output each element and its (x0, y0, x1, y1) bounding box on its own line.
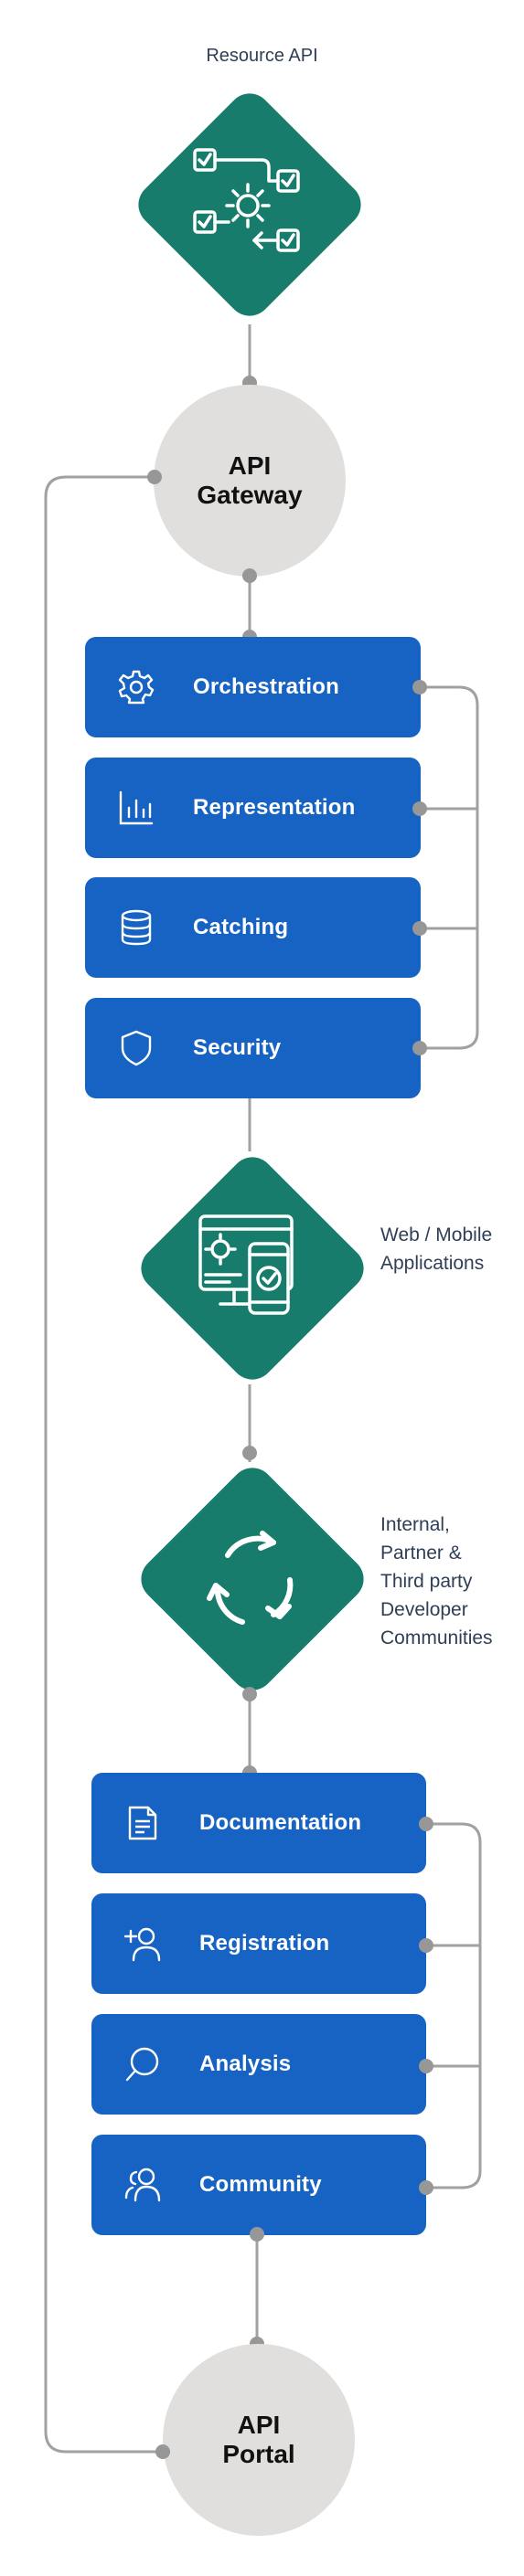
representation-right-dot (412, 801, 427, 816)
workflow-gear-icon (193, 148, 300, 252)
registration-label: Registration (199, 1931, 330, 1956)
api-gateway-line2: Gateway (197, 481, 303, 509)
gateway-bottom-dot (242, 568, 257, 583)
security-label: Security (193, 1035, 282, 1060)
orchestration-label: Orchestration (193, 674, 339, 699)
community-box: Community (91, 2135, 426, 2235)
api-portal-line1: API (237, 2411, 281, 2439)
community-label: Internal, Partner & Third party Develope… (380, 1514, 493, 1648)
bar-chart-icon (119, 790, 154, 825)
api-portal-circle: API Portal (163, 2344, 355, 2536)
web-mobile-app-icon (198, 1214, 294, 1315)
orchestration-box: Orchestration (85, 637, 421, 737)
analysis-box: Analysis (91, 2014, 426, 2115)
database-icon (121, 909, 152, 946)
portal-left-dot (155, 2444, 170, 2459)
community-bottom-dot (250, 2227, 264, 2242)
add-user-icon (124, 1927, 161, 1962)
community-diamond-bottom-dot (242, 1687, 257, 1701)
cycle-arrows-icon (207, 1531, 294, 1625)
representation-box: Representation (85, 758, 421, 858)
orchestration-right-dot (412, 680, 427, 694)
api-gateway-line1: API (228, 451, 272, 480)
api-portal-line2: Portal (222, 2440, 295, 2468)
resource-api-label: Resource API (206, 46, 318, 66)
documentation-box: Documentation (91, 1773, 426, 1873)
web-mobile-bottom-dot (242, 1446, 257, 1460)
shield-icon (121, 1030, 152, 1066)
gear-icon (118, 670, 155, 705)
registration-right-dot (419, 1938, 433, 1953)
documentation-label: Documentation (199, 1810, 362, 1835)
community-right-dot (419, 2180, 433, 2195)
community-box-label: Community (199, 2172, 322, 2197)
documentation-right-dot (419, 1817, 433, 1831)
representation-label: Representation (193, 795, 356, 820)
security-right-dot (412, 1041, 427, 1055)
gateway-left-dot (147, 470, 162, 484)
analysis-right-dot (419, 2059, 433, 2073)
registration-box: Registration (91, 1893, 426, 1994)
catching-box: Catching (85, 877, 421, 978)
document-icon (128, 1806, 157, 1840)
api-gateway-circle: API Gateway (154, 385, 346, 577)
users-icon (124, 2168, 161, 2202)
analysis-label: Analysis (199, 2051, 292, 2076)
search-icon (125, 2047, 159, 2082)
web-mobile-label: Web / Mobile Applications (380, 1224, 493, 1274)
catching-label: Catching (193, 915, 289, 939)
catching-right-dot (412, 921, 427, 936)
security-box: Security (85, 998, 421, 1098)
